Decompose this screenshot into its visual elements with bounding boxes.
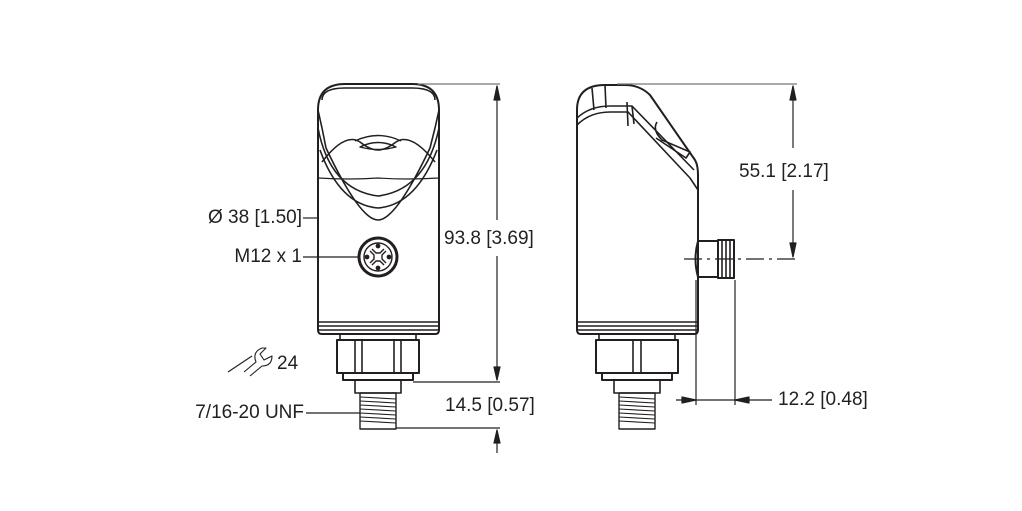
connector-offset-dimension: 12.2 [0.48] — [778, 389, 868, 410]
side-housing — [576, 84, 699, 335]
front-view — [227, 83, 501, 453]
front-dimensions — [396, 83, 501, 453]
wrench-size-label: 24 — [277, 353, 299, 374]
side-view — [576, 83, 800, 430]
front-leaders — [303, 217, 360, 414]
thread-label: 7/16-20 UNF — [195, 402, 304, 423]
connector-height-dimension: 55.1 [2.17] — [739, 161, 829, 182]
front-process-connection — [336, 333, 420, 430]
side-process-connection — [595, 333, 679, 430]
connector-label: M12 x 1 — [234, 246, 302, 267]
overall-height-dimension: 93.8 [3.69] — [444, 228, 534, 249]
side-dimensions — [617, 83, 800, 405]
thread-length-dimension: 14.5 [0.57] — [445, 395, 535, 416]
m12-connector-front — [357, 236, 399, 278]
wrench-icon — [227, 347, 273, 377]
front-housing — [317, 83, 440, 335]
diameter-label: Ø 38 [1.50] — [207, 207, 302, 228]
